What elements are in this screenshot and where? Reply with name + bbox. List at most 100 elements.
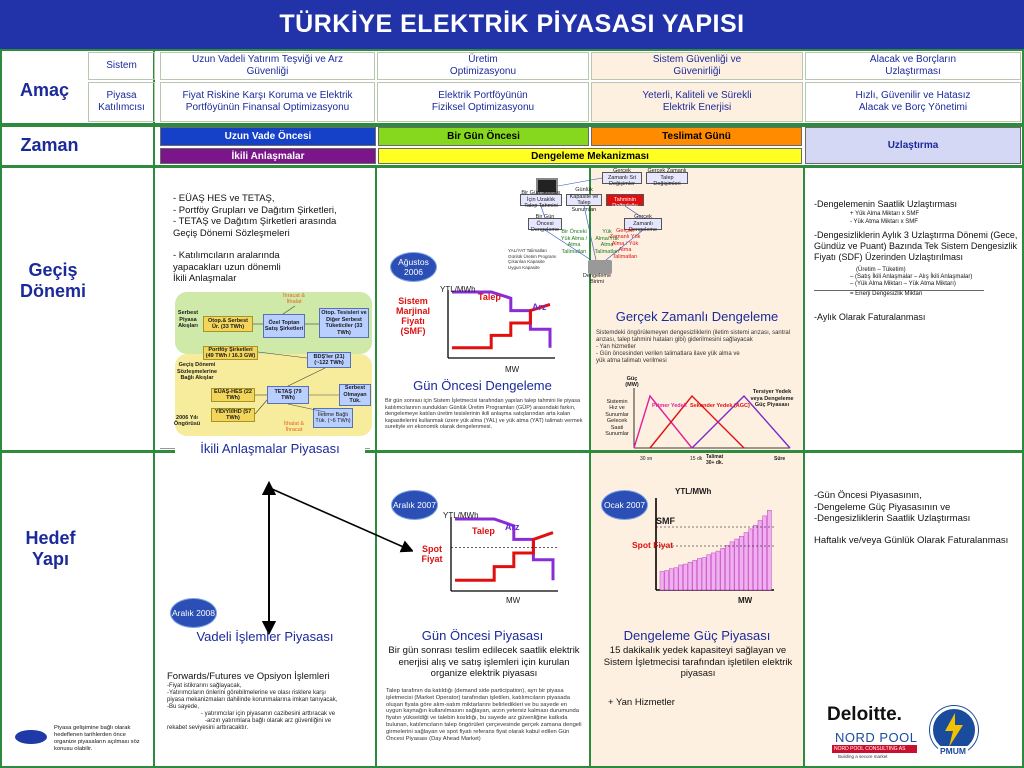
net-legend-item: Uygun Kapasite bbox=[508, 264, 540, 270]
tersiyer-line bbox=[691, 394, 791, 449]
ocak-2007-bubble: Ocak 2007 bbox=[601, 490, 648, 520]
dgp-bar bbox=[701, 557, 707, 591]
gecis-mw-label: MW bbox=[505, 365, 520, 374]
amac-sistem-3: Sistem Güvenliği ve Güvenirliği bbox=[591, 52, 803, 80]
dgp-bar bbox=[692, 560, 697, 591]
dgp-bar bbox=[678, 564, 683, 591]
ithalat-label: İthalat & İhracat bbox=[283, 420, 305, 434]
serbest-piyasa-label: Serbest Piyasa Akışları bbox=[177, 310, 199, 330]
hedef-bar-chart bbox=[655, 498, 774, 591]
computer-icon bbox=[536, 178, 558, 194]
agustos-bubble: Ağustos 2006 bbox=[390, 252, 437, 282]
plant-icon bbox=[588, 260, 612, 274]
dgp-bar bbox=[683, 563, 688, 591]
smf-label: Sistem Marjinal Fiyatı (SMF) bbox=[395, 296, 430, 336]
gecis-list-line: - EÜAŞ HES ve TETAŞ, bbox=[173, 193, 275, 204]
portfoy-box: Portföy Şirketleri (49 TWh / 16.3 GW) bbox=[203, 346, 258, 360]
link-arrow bbox=[271, 488, 413, 553]
ihracat-label: İhracat & İthalat bbox=[282, 292, 305, 306]
tick-30sn: 30 sn bbox=[640, 456, 653, 462]
hedef-uzlastirma: -Gün Öncesi Piyasasının, -Dengeleme Güç … bbox=[814, 490, 1019, 546]
bar-uzlastirma: Uzlaştırma bbox=[805, 127, 1021, 164]
gecis-talep-line bbox=[452, 290, 552, 348]
uzlas-sub: = Enerji Dengesizlik Miktarı bbox=[814, 290, 984, 298]
network-diagram: Gerçek Zamanlı Sıt Değişimler Gerçek Zam… bbox=[506, 168, 706, 288]
gercek-zamanli-text: Sistemdeki öngörülemeyen dengesizlikleri… bbox=[596, 330, 801, 365]
gop-text: Talep tarafının da katıldığı (demand sid… bbox=[386, 688, 582, 742]
yid-box: YİD/Yİ/İHD (57 TWh) bbox=[211, 408, 255, 422]
uzlas-line: -Dengelemenin Saatlik Uzlaştırması bbox=[814, 199, 958, 209]
ikili-caption: İkili Anlaşmalar Piyasası bbox=[175, 441, 365, 456]
reserve-chart bbox=[633, 388, 791, 449]
dgp-bar bbox=[669, 568, 674, 591]
yan-hizmetler: + Yan Hizmetler bbox=[608, 697, 675, 708]
dgp-sub: 15 dakikalık yedek kapasiteyi sağlayan v… bbox=[603, 645, 793, 679]
gecis-uzlastirma: -Dengelemenin Saatlik Uzlaştırması + Yük… bbox=[814, 199, 1019, 323]
gecis-list-line: İkili Anlaşmalar bbox=[173, 273, 237, 284]
gercek-zamanli-caption: Gerçek Zamanlı Dengeleme bbox=[615, 309, 779, 324]
forwards-line: -Bu sayede, bbox=[167, 704, 200, 710]
hedef-talep-line bbox=[455, 517, 555, 581]
dgp-bar bbox=[687, 561, 693, 591]
nordpool-logo: NORD POOL bbox=[835, 730, 918, 745]
bar-uzun-vade: Uzun Vade Öncesi bbox=[160, 127, 376, 146]
lightning-icon bbox=[945, 713, 963, 747]
dgp-bar bbox=[725, 545, 730, 591]
footer-note-marker bbox=[15, 730, 47, 744]
hedef-arz-line bbox=[455, 531, 554, 582]
tick-30dk: Talimat 30+ dk. bbox=[706, 454, 724, 466]
nordpool-sub: NORD POOL CONSULTING AS bbox=[832, 745, 917, 753]
dgp-bar bbox=[739, 536, 744, 591]
iletim-box: İletime Bağlı Tük. (~6 TWh) bbox=[313, 408, 353, 428]
yil-label: 2006 Yılı Öngörüsü bbox=[173, 414, 201, 428]
net-node: Dengeleme Birimi bbox=[582, 272, 612, 286]
amac-sistem-4: Alacak ve Borçların Uzlaştırması bbox=[805, 52, 1021, 80]
bar-teslimat: Teslimat Günü bbox=[591, 127, 802, 146]
hedef-ytl-label: YTL/MWh bbox=[443, 511, 479, 520]
hedef-uzlas-line: -Dengeleme Güç Piyasasının ve bbox=[814, 501, 951, 513]
forwards-line: piyasa mekanizmaları dahilinde korunmala… bbox=[167, 697, 338, 703]
net-legend: YAL/YAT Talimatları Günlük Üretim Progra… bbox=[508, 248, 560, 270]
forwards-line: rekabet seviyesini arttıracaktır. bbox=[167, 725, 249, 731]
net-legend-item: Günlük Üretim Programı bbox=[508, 253, 557, 259]
gecis-talep-label: Talep bbox=[478, 292, 501, 302]
nordpool-tagline: Building a secure market bbox=[838, 754, 888, 759]
tetas-box: TETAŞ (79 TWh) bbox=[267, 386, 309, 404]
serbest-olmayan-box: Serbest Olmayan Tük. bbox=[339, 384, 371, 406]
dgp-mw-label: MW bbox=[738, 596, 753, 605]
otop-tuk-box: Otop. Tesisleri ve Diğer Serbest Tüketic… bbox=[319, 308, 369, 338]
amac-katilimci-4: Hızlı, Güvenilir ve Hatasız Alacak ve Bo… bbox=[805, 82, 1021, 122]
amac-katilimci-2: Elektrik Portföyünün Fiziksel Optimizasy… bbox=[377, 82, 589, 122]
aralik-2008-bubble: Aralık 2008 bbox=[170, 598, 217, 628]
footer-note: Piyasa gelişimine bağlı olarak hedeflene… bbox=[54, 725, 140, 752]
dgp-bar bbox=[715, 550, 721, 591]
uzlas-sub: – (Satış İkili Anlaşmalar – Alış İkili A… bbox=[850, 274, 973, 280]
gecis-list-line bbox=[173, 239, 373, 250]
primer-label: Primer Yedek bbox=[652, 403, 687, 409]
hedef-spot-label: Spot Fiyat bbox=[421, 544, 443, 564]
page-title: TÜRKİYE ELEKTRİK PİYASASI YAPISI bbox=[0, 0, 1024, 49]
amac-katilimci-1: Fiyat Riskine Karşı Koruma ve Elektrik P… bbox=[160, 82, 375, 122]
amac-sistem-label: Sistem bbox=[88, 52, 155, 80]
timeline-arrow bbox=[261, 480, 277, 636]
zaman-label-bg bbox=[2, 127, 153, 165]
gop-sub: Bir gün sonrası teslim edilecek saatlik … bbox=[388, 645, 580, 679]
gecis-list-line: - Katılımcıların aralarında bbox=[173, 250, 280, 261]
gecis-ytl-label: YTL/MWh bbox=[440, 285, 476, 294]
dgp-bar bbox=[753, 524, 758, 591]
dgp-bar bbox=[729, 541, 735, 591]
forwards-text: -Fiyat istikrarını sağlayacak, -Yatırımc… bbox=[167, 683, 372, 732]
gun-oncesi-dengeleme-text: Bir gün sonrası için Sistem İşletmecisi … bbox=[385, 398, 583, 430]
dgp-bar bbox=[706, 554, 711, 591]
uzlas-sub: - Yük Atma Miktarı x SMF bbox=[850, 219, 918, 225]
gecis-list: - EÜAŞ HES ve TETAŞ, - Portföy Grupları … bbox=[173, 193, 373, 285]
sekonder-line bbox=[649, 394, 745, 449]
dgp-bar bbox=[734, 538, 739, 591]
dgp-bar bbox=[767, 510, 772, 591]
uzlas-line: -Dengesizliklerin Aylık 3 Uzlaştırma Dön… bbox=[814, 230, 1018, 262]
dgp-bar bbox=[659, 571, 665, 591]
dgp-bar bbox=[711, 552, 716, 591]
row-label-zaman: Zaman bbox=[20, 135, 79, 155]
flow-arrows bbox=[253, 305, 339, 415]
bdr-box: BDŞ'ler (21) (~122 TWh) bbox=[307, 352, 351, 368]
